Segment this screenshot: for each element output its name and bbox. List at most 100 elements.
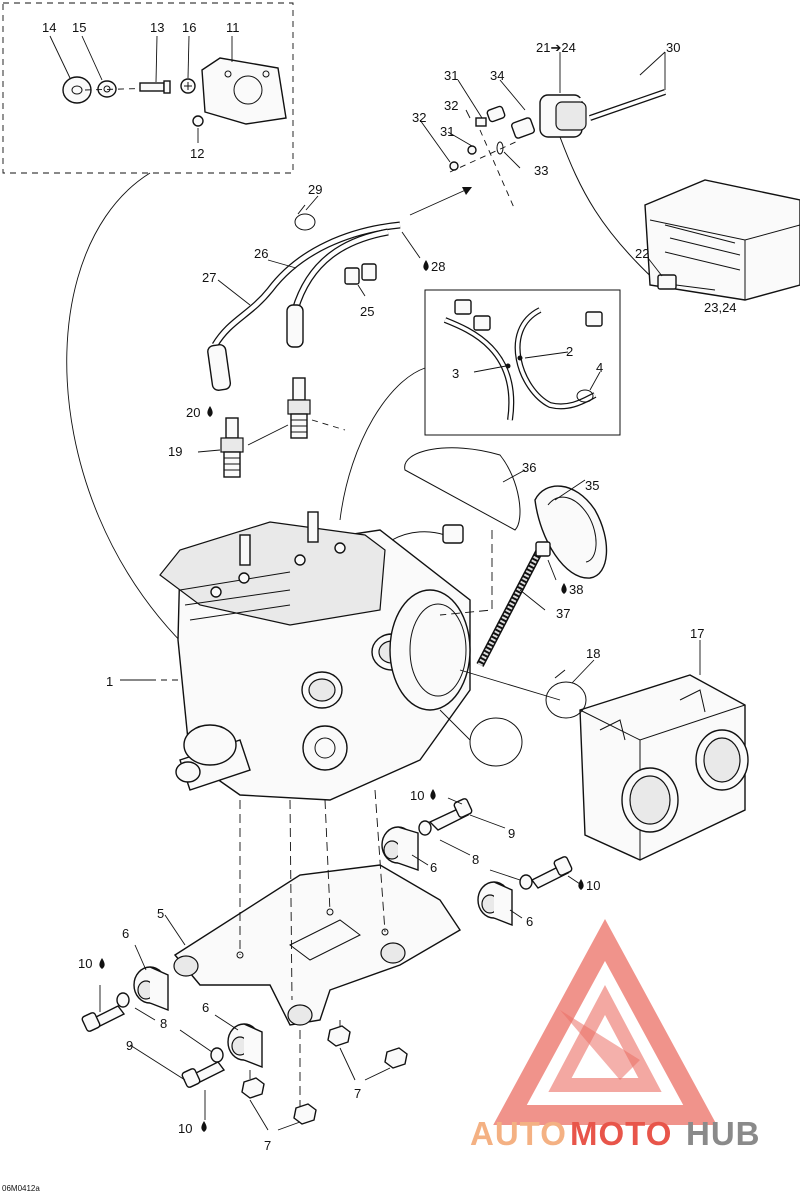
part-19-spark-plugs bbox=[197, 377, 346, 478]
automotohub-watermark-logo bbox=[493, 919, 717, 1125]
callout-32a: 32 bbox=[444, 98, 458, 113]
wiring-reference-curve bbox=[339, 367, 426, 521]
callout-25: 25 bbox=[360, 304, 374, 319]
part-16-nut bbox=[180, 78, 196, 94]
part-6-rubber-mount-b bbox=[477, 881, 523, 927]
part-11-plate bbox=[201, 57, 287, 125]
callout-12: 12 bbox=[190, 146, 204, 161]
part-8-washers bbox=[116, 820, 533, 1063]
callout-33: 33 bbox=[534, 163, 548, 178]
callout-19: 19 bbox=[168, 444, 182, 459]
callout-1: 1 bbox=[106, 674, 113, 689]
droplet-icon-10d bbox=[201, 1121, 207, 1132]
automotohub-watermark-text: AUTO MOTO HUB bbox=[470, 1115, 761, 1152]
part-6-rubber-mount-c bbox=[133, 944, 169, 1012]
part-5-mount-bracket bbox=[164, 864, 461, 1026]
callout-35: 35 bbox=[585, 478, 599, 493]
part-7-nuts bbox=[241, 1025, 408, 1131]
callout-38: 38 bbox=[569, 582, 583, 597]
callout-20: 20 bbox=[186, 405, 200, 420]
callout-10c: 10 bbox=[78, 956, 92, 971]
part-21-ignition-coil bbox=[539, 94, 587, 138]
part-30-wires bbox=[579, 73, 666, 121]
callout-32b: 32 bbox=[412, 110, 426, 125]
wiring-connector-1 bbox=[454, 299, 472, 315]
callout-11: 11 bbox=[226, 20, 240, 35]
callout-29: 29 bbox=[308, 182, 322, 197]
arrow-head-ignition bbox=[462, 187, 472, 195]
ecu-box bbox=[644, 179, 800, 301]
callout-27: 27 bbox=[202, 270, 216, 285]
callout-7a: 7 bbox=[354, 1086, 361, 1101]
callout-21: 21➔24 bbox=[536, 40, 576, 55]
watermark-triangle-outer bbox=[493, 919, 717, 1125]
part-22-connector bbox=[657, 274, 677, 290]
callout-9b: 9 bbox=[126, 1038, 133, 1053]
spark-plug-wires bbox=[207, 195, 421, 391]
callout-34: 34 bbox=[490, 68, 504, 83]
part-9-10-bolts bbox=[81, 797, 581, 1120]
droplet-icon-20 bbox=[207, 406, 213, 417]
oil-reservoir-group bbox=[404, 447, 608, 667]
callout-9a: 9 bbox=[508, 826, 515, 841]
callout-22: 22 bbox=[635, 246, 649, 261]
watermark-arrow-shape bbox=[560, 1010, 640, 1080]
droplet-icon-10b bbox=[578, 879, 584, 890]
part-29-clamp bbox=[294, 204, 316, 231]
part-25-clip bbox=[344, 263, 377, 285]
callout-4: 4 bbox=[596, 360, 603, 375]
engine-sensor-connector bbox=[442, 524, 464, 544]
callout-31b: 31 bbox=[440, 124, 454, 139]
part-6-rubber-mount-a bbox=[381, 826, 429, 871]
watermark-auto: AUTO bbox=[470, 1115, 567, 1152]
callout-6d: 6 bbox=[202, 1000, 209, 1015]
droplet-icon-10a bbox=[430, 789, 436, 800]
callout-labels: 14 15 13 16 11 12 21➔24 30 31 34 32 32 3… bbox=[2, 20, 737, 1193]
callout-6b: 6 bbox=[526, 914, 533, 929]
inset-box-top-left bbox=[2, 2, 294, 174]
callout-15: 15 bbox=[72, 20, 86, 35]
part-2-tie bbox=[517, 355, 523, 361]
callout-17: 17 bbox=[690, 626, 704, 641]
wiring-connector-2 bbox=[473, 315, 491, 331]
watermark-triangle-inner bbox=[548, 985, 662, 1092]
part-1-engine bbox=[120, 511, 471, 801]
droplet-icon-10c bbox=[99, 958, 105, 969]
part-34-connector bbox=[486, 105, 535, 139]
callout-5: 5 bbox=[157, 906, 164, 921]
callout-30: 30 bbox=[666, 40, 680, 55]
part-31-washer bbox=[467, 145, 477, 155]
watermark-moto: MOTO bbox=[570, 1115, 672, 1152]
callout-2: 2 bbox=[566, 344, 573, 359]
callout-10d: 10 bbox=[178, 1121, 192, 1136]
droplet-icon-28 bbox=[423, 260, 429, 271]
callout-10b: 10 bbox=[586, 878, 600, 893]
callout-6a: 6 bbox=[430, 860, 437, 875]
callout-3: 3 bbox=[452, 366, 459, 381]
part-4-clamp bbox=[576, 389, 594, 403]
arrow-to-ignition bbox=[409, 187, 471, 216]
wiring-connector-3 bbox=[585, 311, 603, 327]
part-13-bolt bbox=[139, 80, 171, 94]
callout-18: 18 bbox=[586, 646, 600, 661]
part-38-fitting bbox=[535, 541, 551, 557]
watermark-hub: HUB bbox=[686, 1115, 761, 1152]
callout-8b: 8 bbox=[160, 1016, 167, 1031]
part-36-reservoir-outline bbox=[404, 447, 521, 531]
callout-6c: 6 bbox=[122, 926, 129, 941]
spark-plug-a bbox=[220, 417, 244, 478]
part-17-carburetors bbox=[579, 640, 749, 861]
callout-36: 36 bbox=[522, 460, 536, 475]
callout-10a: 10 bbox=[410, 788, 424, 803]
callout-31a: 31 bbox=[444, 68, 458, 83]
alignment-dashes bbox=[239, 789, 386, 1110]
callout-8a: 8 bbox=[472, 852, 479, 867]
part-12-screw bbox=[192, 115, 204, 127]
part-6-rubber-mount-d bbox=[214, 1014, 263, 1069]
callout-37: 37 bbox=[556, 606, 570, 621]
callout-16: 16 bbox=[182, 20, 196, 35]
plug-cap-2 bbox=[286, 304, 304, 348]
callout-13: 13 bbox=[150, 20, 164, 35]
part-31-spacer bbox=[475, 117, 487, 127]
